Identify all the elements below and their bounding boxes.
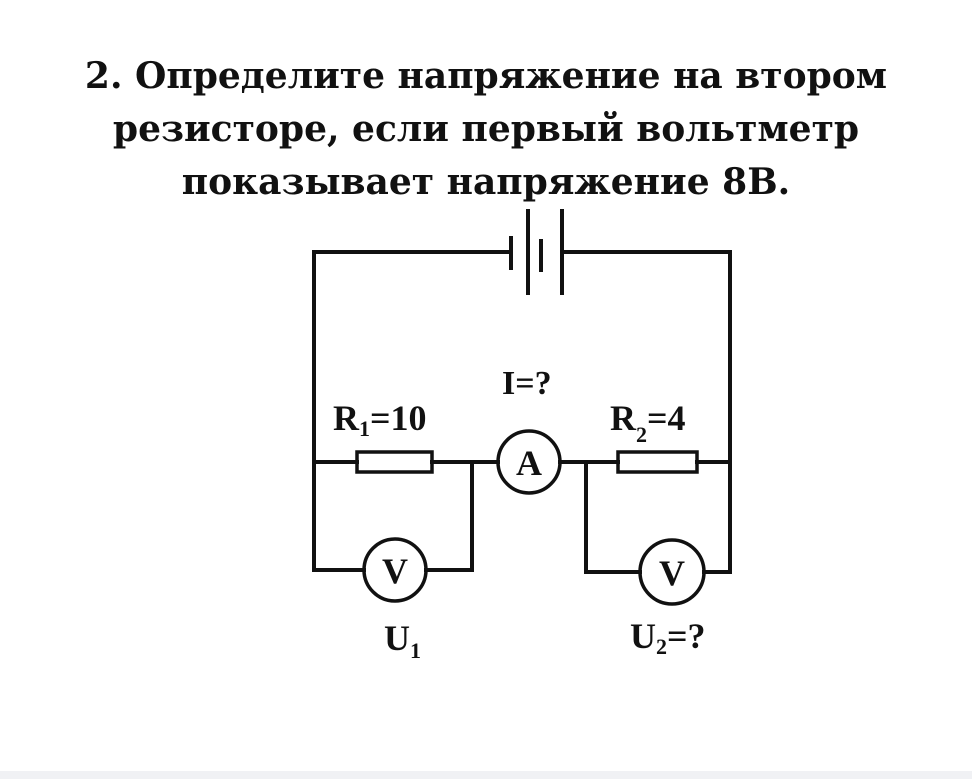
wire-v2 (584, 460, 732, 574)
ammeter (496, 429, 562, 495)
resistor-r2 (616, 450, 699, 474)
resistor-r1 (355, 450, 434, 474)
u2-label: U2=? (630, 616, 706, 659)
voltmeter-2-label: V (659, 553, 685, 593)
current-label: I=? (502, 365, 552, 402)
bottom-strip (0, 771, 972, 779)
problem-statement: 2. Определите напряжение на втором резис… (0, 50, 972, 209)
problem-line: резисторе, если первый вольтметр (112, 108, 860, 150)
r2-label: R2=4 (610, 398, 686, 447)
problem-line: показывает напряжение 8В. (181, 161, 791, 203)
voltmeter-1 (362, 537, 428, 603)
ammeter-label: A (516, 443, 542, 483)
voltmeter-1-label: V (382, 551, 408, 591)
u1-label: U1 (384, 618, 421, 663)
voltmeter-2 (638, 538, 706, 606)
r1-label: R1=10 (333, 398, 427, 441)
wire-v1 (312, 460, 474, 572)
problem-line: 2. Определите напряжение на втором (84, 55, 888, 97)
